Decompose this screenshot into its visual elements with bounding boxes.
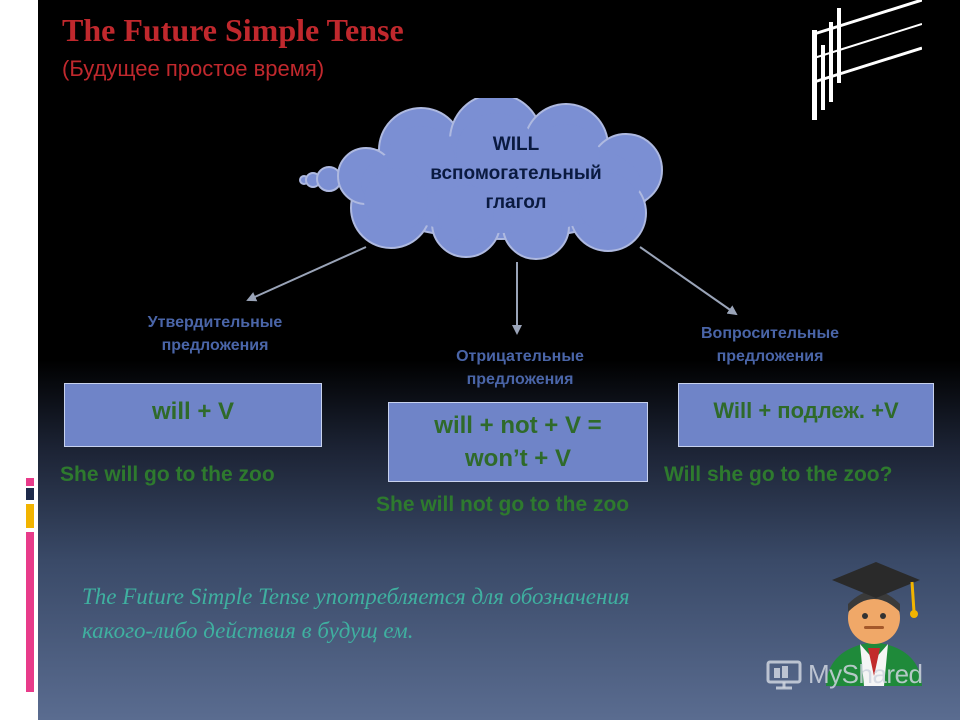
watermark: MyShared xyxy=(766,656,923,692)
interrogative-formula-box: Will + подлеж. +V xyxy=(678,383,934,447)
label-line: Вопросительные xyxy=(700,325,840,342)
cloud-text: WILL вспомогательный глагол xyxy=(394,130,638,217)
accent-bar xyxy=(26,478,34,486)
negative-example: She will not go to the zoo xyxy=(376,493,630,516)
label-line: предложения xyxy=(466,371,574,388)
accent-bar xyxy=(26,488,34,500)
cloud-line: WILL xyxy=(492,134,540,155)
label-line: Отрицательные xyxy=(456,348,584,365)
interrogative-example: Will she go to the zoo? xyxy=(664,463,893,486)
arrow-icon xyxy=(246,246,367,302)
slide-subtitle: (Будущее простое время) xyxy=(62,56,325,81)
cloud-line: глагол xyxy=(485,192,547,213)
formula-line: won’t + V xyxy=(464,445,571,472)
interrogative-label: Вопросительные предложения xyxy=(660,322,880,368)
affirmative-formula-box: will + V xyxy=(64,383,322,447)
cloud-line: вспомогательный xyxy=(430,163,602,184)
accent-bar xyxy=(26,504,34,528)
usage-description: The Future Simple Tense употребляется дл… xyxy=(82,580,782,648)
formula-line: will + V xyxy=(151,398,235,425)
affirmative-label: Утвердительные предложения xyxy=(110,311,320,357)
formula-line: Will + подлеж. +V xyxy=(713,398,899,423)
decorative-lines xyxy=(812,0,922,120)
graduation-cap-student-icon xyxy=(826,562,922,686)
description-line: The Future Simple Tense употребляется дл… xyxy=(82,584,630,609)
formula-line: will + not + V = xyxy=(434,412,602,439)
affirmative-example: She will go to the zoo xyxy=(60,463,275,486)
accent-bar xyxy=(26,532,34,692)
label-line: предложения xyxy=(161,337,269,354)
watermark-text: MyShared xyxy=(808,658,923,689)
arrow-icon xyxy=(639,246,738,316)
myshared-logo-icon xyxy=(766,660,802,690)
label-line: предложения xyxy=(716,348,824,365)
label-line: Утвердительные xyxy=(147,314,283,331)
description-line: какого-либо действия в будущ ем. xyxy=(82,618,414,643)
negative-formula-box: will + not + V = won’t + V xyxy=(388,402,648,482)
negative-label: Отрицательные предложения xyxy=(410,345,630,391)
thought-cloud xyxy=(299,98,663,260)
slide-title: The Future Simple Tense xyxy=(62,12,404,48)
